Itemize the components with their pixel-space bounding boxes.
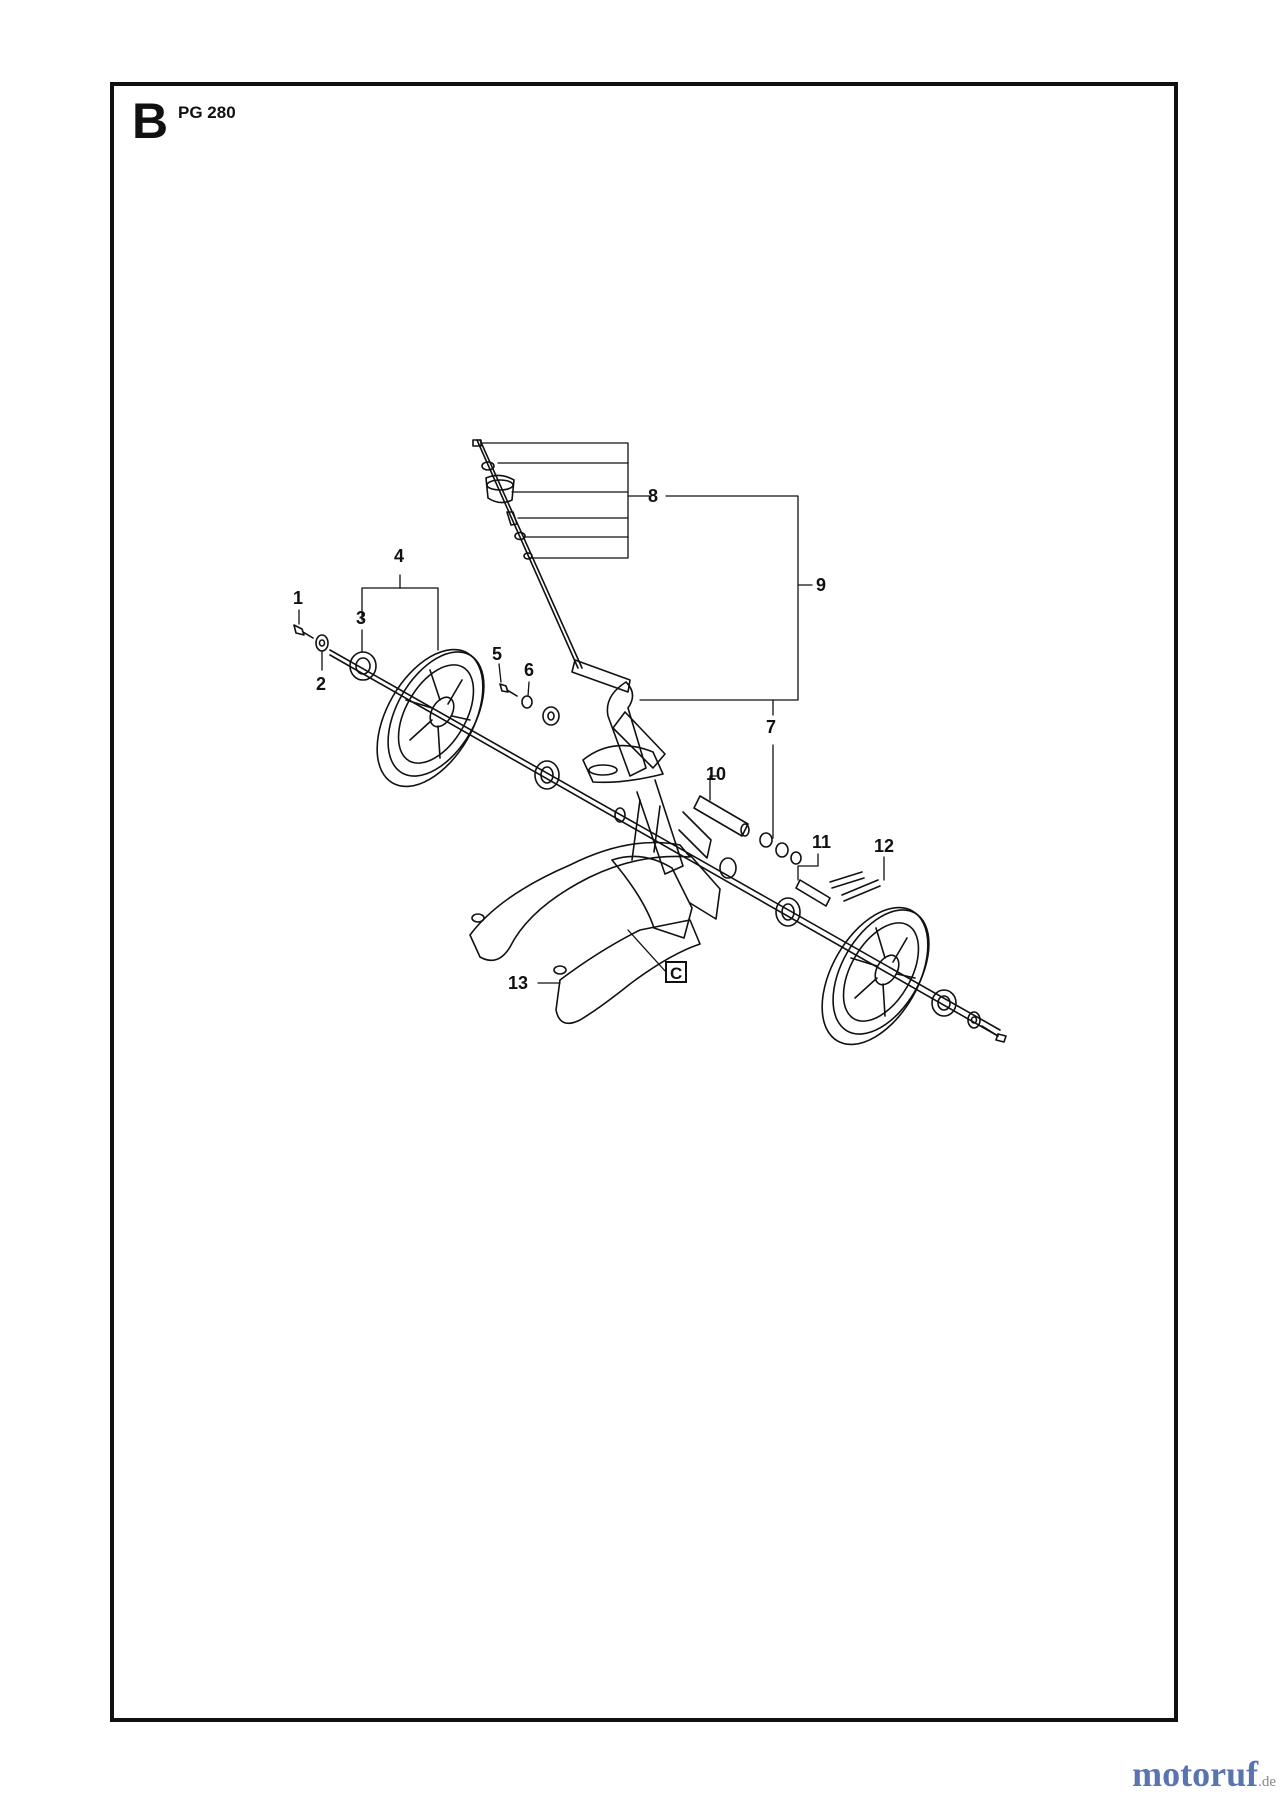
callout-9: 9: [816, 575, 826, 595]
callout-2: 2: [316, 674, 326, 694]
model-label: PG 280: [178, 103, 236, 122]
watermark-logo: motoruf.de: [1132, 1756, 1276, 1792]
left-bolt: [293, 624, 314, 639]
callout-3: 3: [356, 608, 366, 628]
callout-labels: 1 2 3 4 5 6 7 8 9 10 11 12 13: [293, 486, 894, 993]
reference-box-label: C: [670, 964, 682, 983]
right-wheel: [821, 906, 930, 1046]
pin-12: [841, 879, 881, 902]
screw-5: [499, 683, 518, 697]
section-letter: B: [132, 93, 169, 149]
leader-lines: [298, 442, 885, 984]
right-bearing-inner: [775, 897, 801, 927]
left-bearing-outer: [349, 651, 377, 681]
callout-6: 6: [524, 660, 534, 680]
left-wheel: [376, 648, 485, 788]
watermark-brand: motoruf: [1132, 1754, 1259, 1794]
callout-10: 10: [706, 764, 726, 784]
callout-5: 5: [492, 644, 502, 664]
main-frame: [469, 841, 721, 1025]
watermark-tld: .de: [1258, 1774, 1276, 1790]
sleeve-fasteners: [759, 832, 802, 865]
handle-rod: [476, 439, 583, 669]
knob-assembly: [472, 439, 533, 560]
axle-stub: [614, 807, 737, 879]
washer-6: [521, 695, 533, 709]
callout-8: 8: [648, 486, 658, 506]
handle-bracket: [571, 659, 712, 875]
axle: [329, 649, 1001, 1037]
reference-box-c: C: [665, 961, 687, 983]
callout-7: 7: [766, 717, 776, 737]
right-washer: [967, 1011, 981, 1029]
callout-12: 12: [874, 836, 894, 856]
left-bearing-inner: [534, 760, 560, 790]
callout-13: 13: [508, 973, 528, 993]
left-washer: [315, 634, 329, 652]
nut: [542, 706, 560, 726]
callout-4: 4: [394, 546, 404, 566]
right-bearing-outer: [931, 989, 957, 1017]
callout-11: 11: [812, 832, 831, 852]
sleeve-10: [693, 795, 750, 837]
pin-11: [795, 871, 865, 907]
right-bolt: [981, 1025, 1007, 1043]
page-frame: [110, 82, 1178, 1722]
callout-1: 1: [293, 588, 303, 608]
